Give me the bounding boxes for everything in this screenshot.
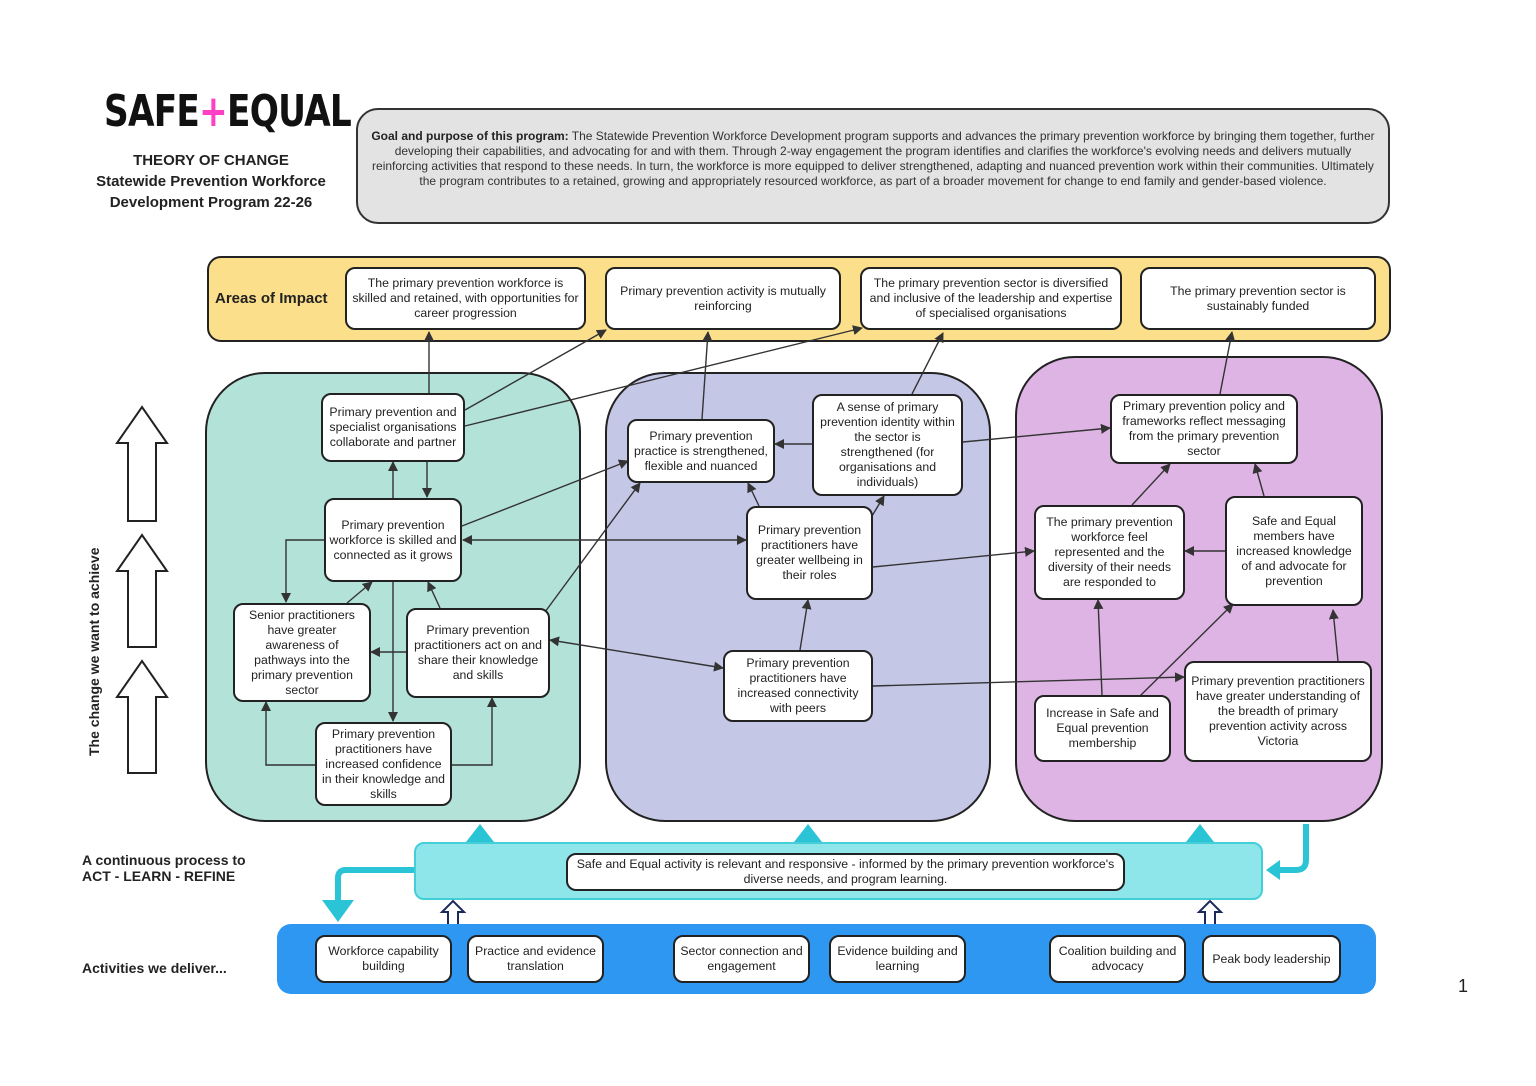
node-act-share-knowledge: Primary prevention practitioners act on … <box>406 608 550 698</box>
title-line-1: THEORY OF CHANGE <box>133 152 289 169</box>
node-policy-frameworks: Primary prevention policy and frameworks… <box>1110 394 1298 464</box>
node-workforce-represented: The primary prevention workforce feel re… <box>1034 505 1185 600</box>
up-arrow-icon <box>115 405 169 774</box>
process-label-line-1: A continuous process to <box>82 852 246 868</box>
impact-item-funded: The primary prevention sector is sustain… <box>1140 267 1376 330</box>
goal-label: Goal and purpose of this program: <box>371 129 569 143</box>
node-practice-strengthened: Primary prevention practice is strengthe… <box>627 419 775 483</box>
title-line-2: Statewide Prevention Workforce <box>96 173 326 190</box>
node-workforce-skilled: Primary prevention workforce is skilled … <box>324 498 462 582</box>
impact-item-workforce: The primary prevention workforce is skil… <box>345 267 586 330</box>
logo-text-equal: EQUAL <box>227 86 352 137</box>
logo-text-safe: SAFE <box>104 86 200 137</box>
node-increased-connectivity: Primary prevention practitioners have in… <box>723 650 873 722</box>
activity-practice-evidence: Practice and evidence translation <box>467 935 604 983</box>
impact-item-mutually-reinforcing: Primary prevention activity is mutually … <box>605 267 841 330</box>
page-number: 1 <box>1458 976 1469 996</box>
activity-sector-connection: Sector connection and engagement <box>673 935 810 983</box>
node-increased-confidence: Primary prevention practitioners have in… <box>315 722 452 806</box>
safe-equal-logo: SAFE+EQUAL <box>104 86 352 138</box>
node-breadth-understanding: Primary prevention practitioners have gr… <box>1184 661 1372 762</box>
node-membership-increase: Increase in Safe and Equal prevention me… <box>1034 695 1171 762</box>
impact-label: Areas of Impact <box>215 290 328 307</box>
process-label-line-2: ACT - LEARN - REFINE <box>82 868 236 884</box>
title-line-3: Development Program 22-26 <box>109 194 313 211</box>
activities-band <box>277 924 1376 994</box>
logo-plus: + <box>199 86 228 137</box>
activity-workforce-capability: Workforce capability building <box>315 935 452 983</box>
node-senior-practitioners: Senior practitioners have greater awaren… <box>233 603 371 702</box>
act-learn-refine-arrows <box>322 824 1309 922</box>
change-side-label: The change we want to achieve <box>86 547 102 756</box>
impact-item-diversified: The primary prevention sector is diversi… <box>860 267 1122 330</box>
process-text-box: Safe and Equal activity is relevant and … <box>566 853 1125 891</box>
activities-label: Activities we deliver... <box>82 960 227 976</box>
page-title: THEORY OF CHANGE Statewide Prevention Wo… <box>80 150 342 213</box>
activity-up-arrow-icon <box>439 899 1224 924</box>
goal-text: The Statewide Prevention Workforce Devel… <box>372 129 1375 188</box>
process-label: A continuous process to ACT - LEARN - RE… <box>82 852 246 884</box>
activity-evidence-building: Evidence building and learning <box>829 935 966 983</box>
node-prevention-identity: A sense of primary prevention identity w… <box>812 394 963 496</box>
activity-peak-body: Peak body leadership <box>1202 935 1341 983</box>
activity-coalition-building: Coalition building and advocacy <box>1049 935 1186 983</box>
node-greater-wellbeing: Primary prevention practitioners have gr… <box>746 506 873 600</box>
node-collaborate-partner: Primary prevention and specialist organi… <box>321 393 465 462</box>
node-members-advocate: Safe and Equal members have increased kn… <box>1225 496 1363 606</box>
goal-box: Goal and purpose of this program: The St… <box>356 108 1390 224</box>
